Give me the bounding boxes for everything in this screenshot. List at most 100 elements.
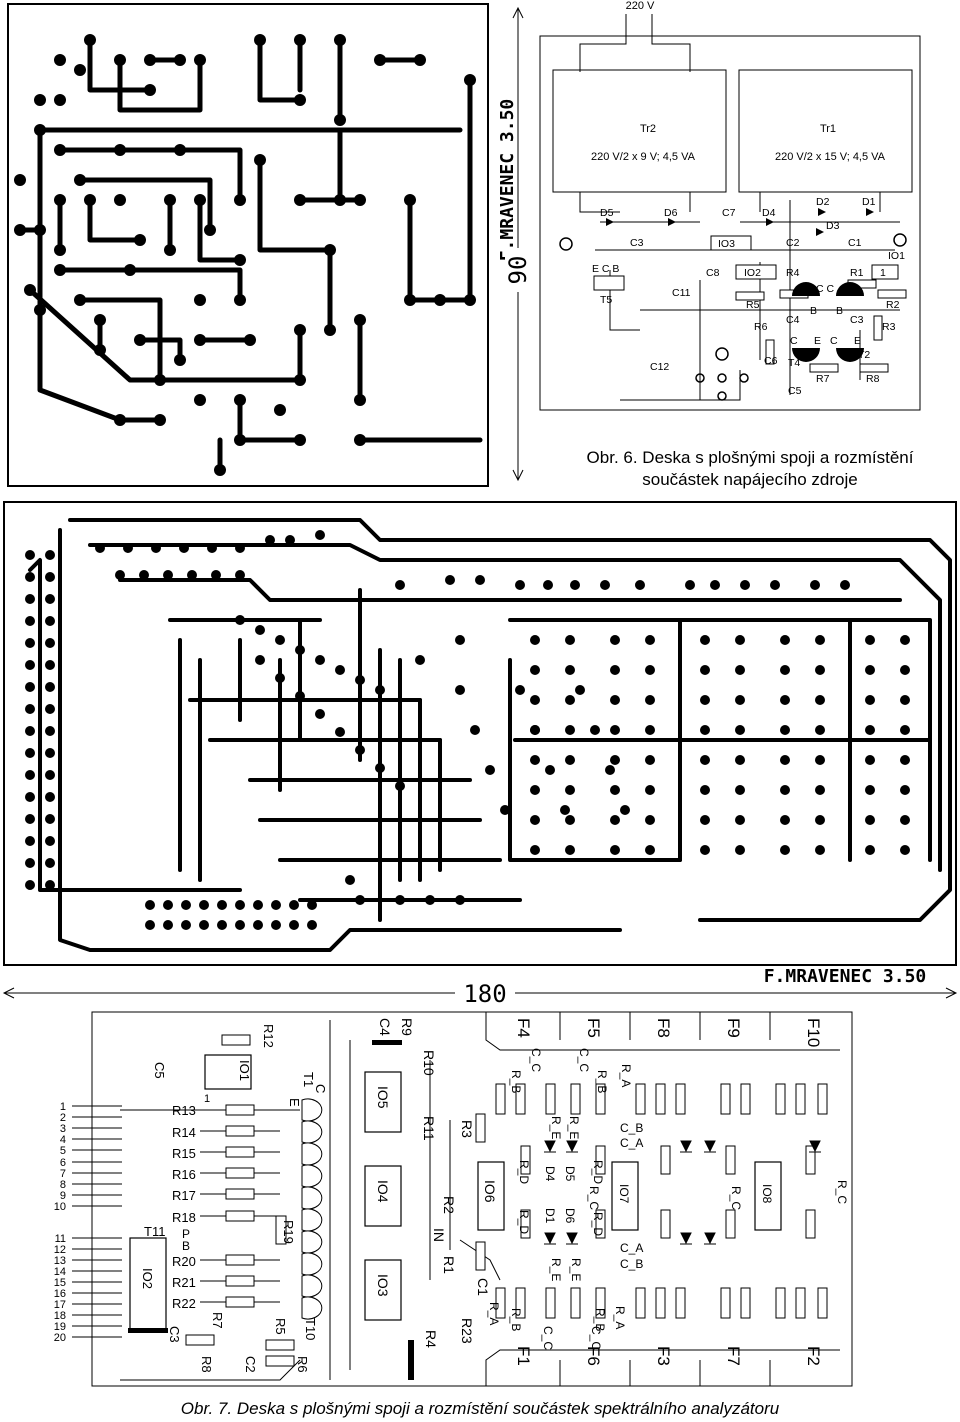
part-R5: R5	[273, 1318, 288, 1335]
part-B2: B	[836, 305, 843, 317]
copper-pad	[395, 895, 405, 905]
transistor-outline	[301, 1274, 323, 1298]
copper-pad	[610, 635, 620, 645]
copper-pad	[179, 543, 189, 553]
part-D3: D3	[826, 220, 840, 232]
resistor-body	[725, 1145, 736, 1175]
part-R11: R11	[421, 1116, 437, 1141]
part-D6: D6	[664, 207, 678, 219]
resistor-body	[720, 1287, 731, 1319]
flt-RA-3: R_A	[613, 1306, 627, 1329]
resistor-body	[795, 1287, 806, 1319]
copper-pad	[470, 725, 480, 735]
part-R5-top: R5	[746, 299, 760, 311]
copper-pad	[25, 704, 35, 714]
copper-pad	[25, 814, 35, 824]
copper-pad	[865, 755, 875, 765]
part-R8-top: R8	[866, 373, 880, 385]
resistor-body	[595, 1145, 606, 1175]
part-IO1-top: IO1	[888, 250, 905, 262]
part-pin1: 1	[204, 1093, 210, 1105]
part-T1-E: E	[287, 1098, 302, 1107]
part-C4-top: C4	[786, 314, 800, 326]
copper-pad	[780, 725, 790, 735]
part-C1: C1	[475, 1278, 491, 1296]
copper-pad	[685, 580, 695, 590]
resistor-body	[225, 1210, 255, 1222]
copper-pad	[25, 880, 35, 890]
filter-F10: F10	[804, 1018, 823, 1047]
diode	[544, 1140, 556, 1153]
copper-pad	[645, 785, 655, 795]
part-T11: T11	[144, 1224, 165, 1239]
part-R4: R4	[423, 1330, 439, 1348]
transistor-outline	[301, 1164, 323, 1188]
part-C-a: C	[790, 335, 798, 347]
copper-pad	[605, 765, 615, 775]
flt-D6: D6	[563, 1208, 577, 1224]
resistor-body	[475, 1241, 486, 1271]
copper-pad	[635, 580, 645, 590]
copper-pad	[865, 785, 875, 795]
copper-pad	[865, 845, 875, 855]
copper-pad	[515, 685, 525, 695]
part-C3-top: C3	[630, 237, 644, 249]
copper-pad	[181, 920, 191, 930]
copper-pad	[95, 543, 105, 553]
part-C3: C3	[167, 1326, 182, 1343]
flt-D1: D1	[543, 1208, 557, 1224]
resistor-body	[660, 1145, 671, 1175]
resistor-body	[570, 1287, 581, 1319]
filter-F2: F2	[804, 1346, 823, 1366]
copper-pad	[45, 682, 55, 692]
part-E-b: E	[854, 335, 861, 347]
copper-pad	[45, 726, 55, 736]
copper-pad	[151, 543, 161, 553]
copper-pad	[235, 900, 245, 910]
flt-CC-4: C_C	[589, 1326, 603, 1350]
copper-pad	[217, 920, 227, 930]
flt-RE-4: R_E	[569, 1258, 583, 1281]
flt-RC-2: R_C	[729, 1186, 743, 1210]
copper-pad	[45, 594, 55, 604]
part-R12: R12	[261, 1024, 276, 1048]
copper-pad	[285, 535, 295, 545]
copper-pad	[253, 920, 263, 930]
resistor-body	[225, 1104, 255, 1116]
copper-pad	[115, 570, 125, 580]
part-CC: C C	[816, 283, 835, 295]
copper-pad	[710, 580, 720, 590]
copper-pad	[865, 635, 875, 645]
part-R3-top: R3	[882, 321, 896, 333]
copper-pad	[815, 695, 825, 705]
part-T4: T4	[788, 357, 800, 369]
part-IO5: IO5	[375, 1086, 391, 1109]
resistor-body	[265, 1355, 295, 1367]
resistor-body	[817, 1287, 828, 1319]
part-C11: C11	[672, 287, 691, 299]
tr2-spec: 220 V/2 x 9 V; 4,5 VA	[591, 151, 696, 163]
part-R8: R8	[199, 1356, 214, 1373]
part-C4: C4	[377, 1018, 393, 1036]
part-T5: T5	[600, 294, 612, 306]
part-T1: T1	[301, 1072, 316, 1087]
copper-pad	[475, 575, 485, 585]
resistor-body	[275, 1215, 287, 1245]
copper-pad	[289, 920, 299, 930]
copper-pad	[645, 845, 655, 855]
copper-pad	[543, 580, 553, 590]
flt-RB-1: R_B	[509, 1070, 523, 1093]
transistor-outline	[301, 1120, 323, 1144]
pin-number-9: 9	[60, 1190, 66, 1202]
tr1-label: Tr1	[820, 123, 836, 135]
part-R1-top: R1	[850, 267, 864, 279]
copper-pad	[560, 805, 570, 815]
copper-pad	[590, 725, 600, 735]
copper-pad	[645, 755, 655, 765]
transistor-outline	[301, 1230, 323, 1254]
copper-pad	[815, 845, 825, 855]
copper-pad	[235, 570, 245, 580]
flt-IO7: IO7	[617, 1184, 631, 1204]
copper-pad	[25, 858, 35, 868]
